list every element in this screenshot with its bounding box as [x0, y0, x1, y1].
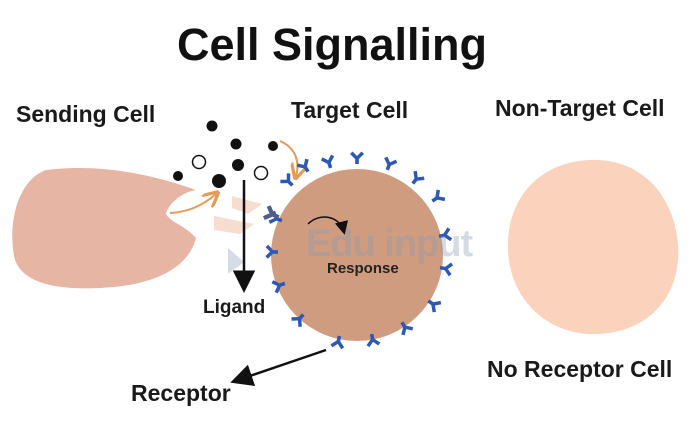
receptor-icon [438, 227, 453, 242]
ligand-label: Ligand [203, 297, 266, 318]
receptors [265, 151, 454, 350]
non-target-cell [507, 159, 679, 335]
ligand-dot-open [253, 165, 269, 181]
secretion-arrow [169, 194, 216, 214]
receptor-icon [320, 154, 335, 169]
ligand-dot [206, 120, 218, 132]
ligand-dot [232, 159, 244, 171]
ligand-dot [212, 174, 226, 188]
receptor-label: Receptor [131, 380, 231, 406]
receptor-icon [439, 262, 454, 277]
receptor-icon [265, 244, 279, 259]
receptor-icon [330, 335, 345, 350]
binding-arrow [279, 140, 297, 176]
receptor-icon [427, 299, 442, 313]
receptor-icon [366, 333, 381, 348]
watermark-logo [214, 196, 262, 274]
watermark-text: Edu input [306, 223, 473, 265]
bound-receptor [263, 205, 280, 221]
non-target-cell-label: Non-Target Cell [495, 95, 665, 121]
receptor-icon [271, 280, 286, 294]
receptor-icon [291, 313, 305, 327]
receptor-icon [350, 151, 364, 164]
receptor-pointer-arrow [230, 348, 327, 387]
response-label: Response [327, 260, 399, 277]
diagram-title: Cell Signalling [176, 19, 488, 70]
response-arrow [307, 216, 348, 235]
ligand-molecules [173, 120, 278, 188]
sending-cell-label: Sending Cell [16, 101, 156, 127]
target-cell-label: Target Cell [291, 97, 409, 123]
receptor-icon [296, 158, 310, 173]
ligand-dot [173, 171, 183, 181]
receptor-icon [384, 156, 398, 171]
target-cell [271, 169, 443, 341]
no-receptor-cell-label: No Receptor Cell [487, 356, 673, 382]
receptor-icon [400, 321, 414, 336]
ligand-dot [268, 141, 278, 151]
ligand-dot-open [191, 154, 207, 170]
receptor-icon [431, 189, 446, 203]
receptor-icon [280, 173, 294, 187]
receptor-icon [411, 170, 425, 185]
sending-cell [12, 168, 196, 289]
ligand-dot [230, 138, 242, 150]
